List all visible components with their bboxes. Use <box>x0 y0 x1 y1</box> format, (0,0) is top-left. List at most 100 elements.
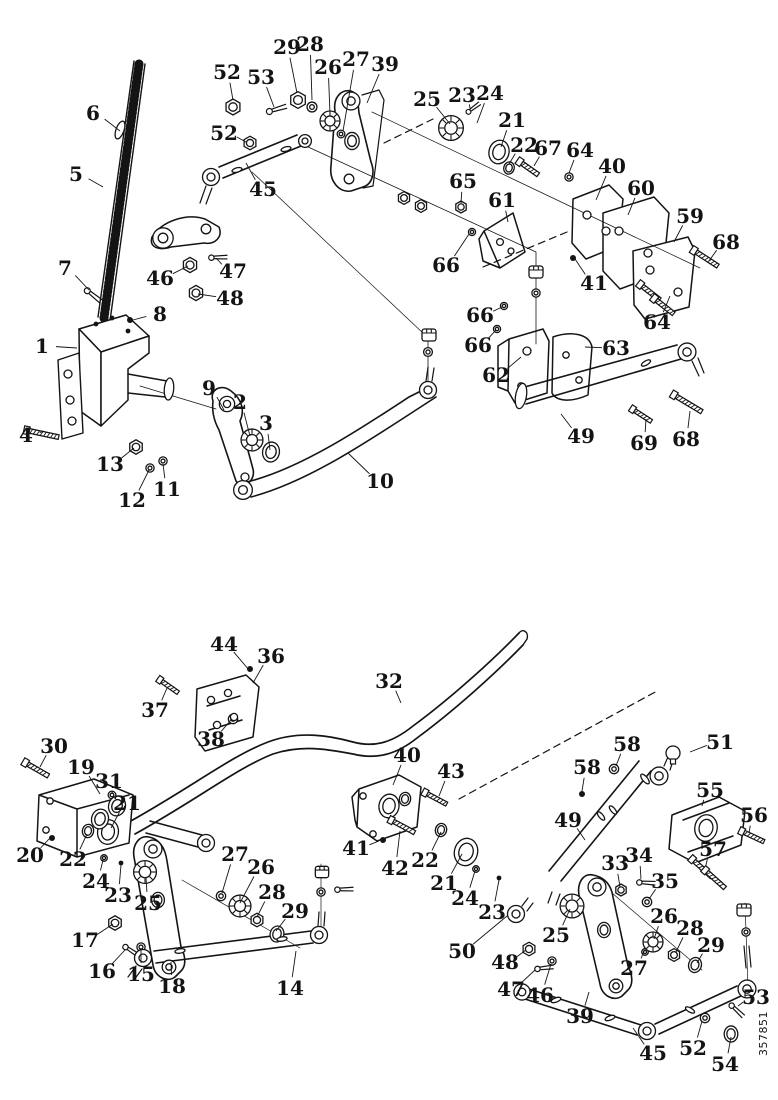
callout-25: 25 <box>413 87 451 125</box>
part-washer <box>547 956 557 966</box>
part-ring <box>378 793 400 819</box>
part-clamp <box>640 359 652 367</box>
part-eye <box>677 342 697 362</box>
figure-number: 357851 <box>757 1011 770 1056</box>
part-washer <box>741 927 751 937</box>
tie-rod-tube-49-upper <box>520 344 682 405</box>
callout-58: 58 <box>573 755 601 792</box>
callout-number: 55 <box>696 778 724 802</box>
leader-line <box>289 57 298 94</box>
callout-26: 26 <box>239 855 275 904</box>
bar-left-fitting <box>145 820 203 848</box>
callout-22: 22 <box>411 831 442 872</box>
callout-16: 16 <box>88 949 126 983</box>
part-washer <box>472 865 480 873</box>
leader-line <box>110 812 120 829</box>
callout-number: 27 <box>342 47 370 71</box>
callout-number: 25 <box>413 87 441 111</box>
part-cap <box>314 865 330 879</box>
callout-number: 47 <box>497 977 525 1001</box>
leader-line <box>104 118 121 132</box>
callout-number: 56 <box>740 803 768 827</box>
part-nut <box>129 439 143 455</box>
part-ring <box>694 814 718 842</box>
callout-43: 43 <box>437 759 465 797</box>
leader-line <box>705 858 708 866</box>
part-bolt <box>22 425 60 441</box>
leader-line <box>508 153 516 165</box>
pitman-arm <box>211 386 255 486</box>
leader-line <box>727 1036 732 1054</box>
callout-number: 17 <box>71 928 99 952</box>
leader-line <box>112 949 126 964</box>
callout-number: 64 <box>566 138 594 162</box>
part-ring <box>107 795 127 817</box>
callout-number: 38 <box>197 727 225 751</box>
callout-number: 29 <box>281 899 309 923</box>
leader-line <box>121 447 135 459</box>
part-eye <box>196 833 216 853</box>
leader-line <box>245 162 256 181</box>
part-nut <box>522 941 536 957</box>
callout-number: 3 <box>259 411 273 435</box>
leader-line <box>516 949 527 957</box>
part-washer <box>564 172 574 182</box>
part-ring <box>81 823 95 839</box>
part-clamp <box>280 145 292 153</box>
callout-34: 34 <box>625 843 653 880</box>
leader-line <box>172 265 189 275</box>
callout-48: 48 <box>491 949 527 974</box>
part-hole <box>229 712 239 722</box>
part-ring <box>150 891 166 909</box>
leader-line <box>118 864 122 885</box>
leader-line <box>275 918 286 932</box>
callout-3: 3 <box>259 411 273 451</box>
part-eye <box>587 877 607 897</box>
part-eye <box>201 167 221 187</box>
callout-7: 7 <box>58 256 90 291</box>
stabilizer-bar-end-eye <box>518 630 529 646</box>
callout-number: 50 <box>448 939 476 963</box>
callout-number: 27 <box>221 842 249 866</box>
gearbox-side <box>100 335 150 427</box>
part-nut <box>188 284 204 302</box>
leader-line <box>221 864 232 894</box>
part-ring <box>398 791 412 807</box>
callout-39: 39 <box>566 991 594 1028</box>
part-clamp <box>231 166 243 174</box>
callout-number: 8 <box>153 302 167 326</box>
component-outlines <box>36 59 752 1036</box>
leader-line <box>662 295 671 313</box>
callout-number: 57 <box>699 837 727 861</box>
leader-line <box>627 197 636 216</box>
callout-number: 40 <box>393 743 421 767</box>
callout-19: 19 <box>67 755 101 795</box>
callout-40: 40 <box>392 743 421 786</box>
leader-line <box>615 753 622 767</box>
part-hole <box>522 346 532 356</box>
drag-link <box>246 385 437 498</box>
part-clamp <box>640 773 650 785</box>
part-washer <box>100 854 108 862</box>
callout-number: 48 <box>491 950 519 974</box>
part-bearing <box>437 114 465 142</box>
callout-49: 49 <box>560 413 595 448</box>
part-bolt <box>699 864 728 891</box>
sector-shaft <box>127 373 168 398</box>
callout-21: 21 <box>110 791 141 829</box>
part-pin <box>728 1002 746 1019</box>
callout-number: 37 <box>141 698 169 722</box>
callout-65: 65 <box>449 169 477 204</box>
callout-36: 36 <box>252 644 285 684</box>
callout-42: 42 <box>381 830 409 880</box>
callout-60: 60 <box>627 176 655 216</box>
callout-26: 26 <box>314 55 342 115</box>
part-ring <box>453 837 479 867</box>
part-washer <box>158 456 168 466</box>
callout-number: 67 <box>534 136 562 160</box>
part-ring <box>90 808 110 830</box>
callout-62: 62 <box>482 356 522 387</box>
callout-number: 16 <box>88 959 116 983</box>
leader-line <box>675 937 684 953</box>
